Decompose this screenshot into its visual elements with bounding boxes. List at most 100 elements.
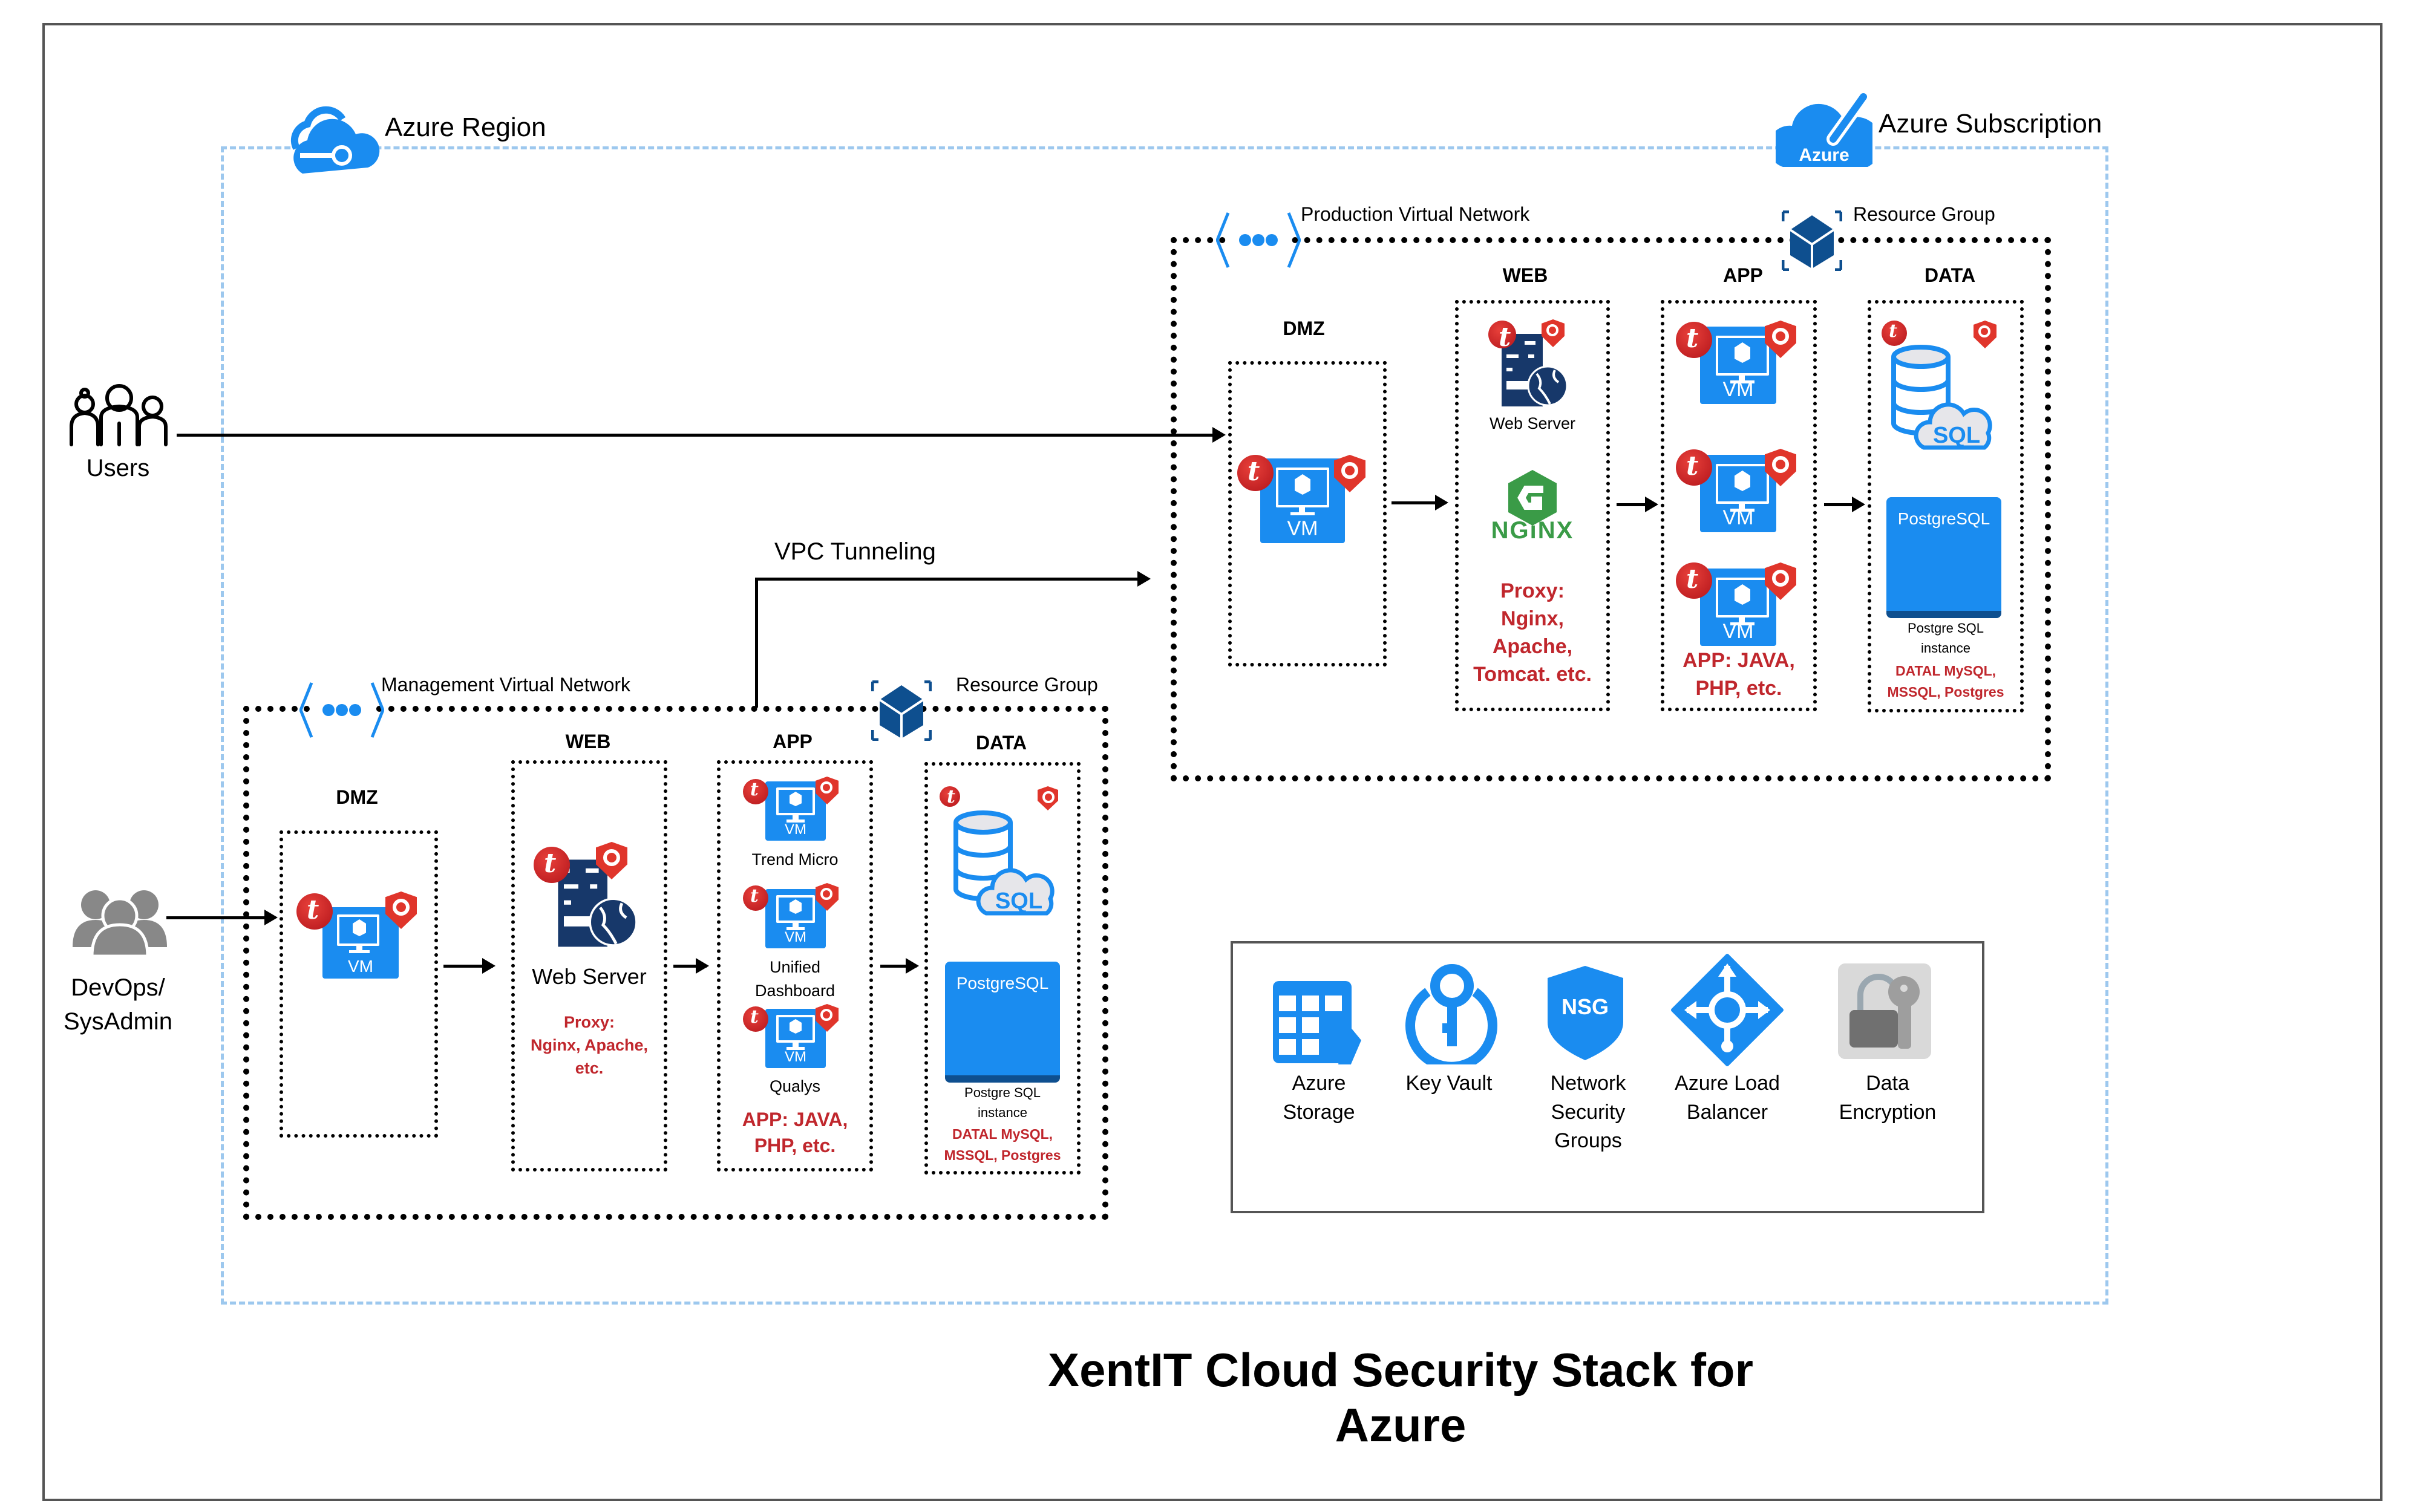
legend-label-azure-storage: Azure Storage <box>1270 1069 1367 1127</box>
mgmt-data-db-note: DATAL MySQL, MSSQL, Postgres <box>924 1124 1081 1165</box>
vm-label: VM <box>348 957 373 976</box>
legend-label-load-balancer: Azure Load Balancer <box>1664 1069 1791 1127</box>
trend-micro-icon <box>1237 455 1274 491</box>
mgmt-web-tier <box>511 760 667 1171</box>
proxy-line: Proxy: <box>563 1013 615 1031</box>
users-icon <box>70 384 168 446</box>
monitor-icon <box>776 787 815 815</box>
outer-frame <box>42 23 2382 1501</box>
prod-postgresql-box[interactable]: PostgreSQL <box>1886 497 2001 618</box>
devops-label: DevOps/ SysAdmin <box>57 971 178 1038</box>
data-encryption-icon <box>1838 963 1931 1059</box>
monitor-icon <box>1716 578 1769 618</box>
nginx-logo-text: NGiNX <box>1491 517 1574 544</box>
monitor-icon <box>1716 336 1769 376</box>
azure-subscription-label: Azure Subscription <box>1879 109 2102 138</box>
azure-region-label: Azure Region <box>385 112 546 142</box>
prod-app-heading: APP <box>1723 264 1763 286</box>
diagram-title: XentIT Cloud Security Stack for Azure <box>1048 1343 1753 1452</box>
app-line: PHP, etc. <box>754 1135 836 1157</box>
trend-micro-icon <box>1676 322 1712 358</box>
monitor-base <box>786 820 805 823</box>
prod-dmz-vm[interactable]: VM <box>1260 458 1345 543</box>
monitor-stand <box>793 923 799 928</box>
production-vnet <box>1171 237 2051 781</box>
prod-web-heading: WEB <box>1502 264 1548 286</box>
devops-to-mgmt-dmz-arrow <box>166 910 278 925</box>
nginx-g-icon <box>1508 470 1557 526</box>
app-line: APP: JAVA, <box>1683 649 1795 672</box>
azure-region-boundary <box>221 146 2108 1305</box>
proxy-line: Nginx, <box>1501 607 1564 630</box>
monitor-icon <box>1716 464 1769 504</box>
mgmt-app-note: APP: JAVA, PHP, etc. <box>717 1107 873 1159</box>
legend-label-nsg: Network Security Groups <box>1537 1069 1640 1156</box>
mgmt-app-vm-trend-micro[interactable]: VM <box>765 781 826 841</box>
legend-line: Security <box>1551 1100 1626 1124</box>
monitor-icon <box>1276 468 1329 507</box>
mgmt-dmz-tier <box>280 830 438 1138</box>
monitor-stand <box>793 1043 799 1048</box>
trend-micro-icon <box>743 885 768 911</box>
mgmt-dmz-vm[interactable]: VM <box>322 907 399 979</box>
prod-dmz-to-web-arrow <box>1392 495 1448 510</box>
management-vnet <box>243 706 1108 1220</box>
devops-label-line1: DevOps/ <box>71 974 165 1001</box>
prod-app-vm-3[interactable]: VM <box>1700 569 1776 646</box>
services-legend <box>1231 941 1984 1213</box>
mgmt-data-tier <box>924 762 1081 1175</box>
prod-app-vm-2[interactable]: VM <box>1700 455 1776 532</box>
caption-line: Unified <box>769 958 821 976</box>
proxy-line: etc. <box>575 1058 604 1077</box>
qualys-icon <box>816 1004 839 1032</box>
vpc-tunnel-arrow <box>755 571 1151 587</box>
instance-line: Postgre SQL <box>964 1085 1041 1100</box>
prod-postgres-instance-label: Postgre SQL instance <box>1868 618 2024 658</box>
trend-micro-icon <box>1676 562 1712 599</box>
vpc-tunnel-vertical-line <box>755 579 758 708</box>
proxy-line: Nginx, Apache, <box>530 1035 649 1054</box>
prod-dmz-tier <box>1228 361 1387 666</box>
mgmt-postgres-instance-label: Postgre SQL instance <box>924 1083 1081 1123</box>
qualys-caption: Qualys <box>769 1077 821 1095</box>
monitor-base <box>786 1047 805 1050</box>
nsg-icon: NSG <box>1548 966 1623 1060</box>
prod-app-to-data-arrow <box>1824 497 1865 512</box>
prod-web-server-label: Web Server <box>1489 414 1576 432</box>
azure-subscription-icon: Azure <box>1776 90 1872 167</box>
prod-data-heading: DATA <box>1924 264 1976 286</box>
db-line: MSSQL, Postgres <box>944 1147 1061 1163</box>
web-server-icon <box>1502 334 1568 406</box>
vm-label: VM <box>1722 506 1754 529</box>
trend-micro-caption: Trend Micro <box>751 850 839 868</box>
app-line: PHP, etc. <box>1695 676 1782 700</box>
monitor-icon <box>776 895 815 923</box>
cube-icon <box>790 1019 802 1034</box>
monitor-stand <box>1739 376 1745 380</box>
mgmt-web-server-label: Web Server <box>532 964 647 989</box>
nsg-badge-text: NSG <box>1562 994 1609 1019</box>
monitor-base <box>1730 380 1754 383</box>
prod-web-tier <box>1455 300 1610 711</box>
prod-app-vm-1[interactable]: VM <box>1700 327 1776 404</box>
monitor-stand <box>356 946 362 951</box>
mgmt-postgresql-box[interactable]: PostgreSQL <box>945 962 1060 1083</box>
mgmt-app-vm-qualys[interactable]: VM <box>765 1009 826 1068</box>
unified-dashboard-caption: Unified Dashboard <box>717 956 873 1003</box>
monitor-icon <box>337 914 379 946</box>
mgmt-data-heading: DATA <box>975 732 1027 754</box>
prod-app-tier <box>1661 300 1817 711</box>
legend-line: Data <box>1866 1072 1909 1095</box>
legend-line: Groups <box>1554 1129 1622 1153</box>
trend-micro-icon <box>940 786 960 807</box>
legend-label-key-vault: Key Vault <box>1405 1072 1493 1095</box>
devops-icon <box>73 890 167 956</box>
cube-icon <box>790 792 802 806</box>
management-vnet-label: Management Virtual Network <box>381 674 631 696</box>
instance-line: instance <box>1921 640 1970 656</box>
mgmt-app-tier <box>717 760 873 1171</box>
mgmt-app-to-data-arrow <box>880 958 919 974</box>
mgmt-dmz-to-web-arrow <box>443 958 495 974</box>
app-line: APP: JAVA, <box>742 1109 848 1130</box>
trend-micro-icon <box>743 1006 768 1032</box>
